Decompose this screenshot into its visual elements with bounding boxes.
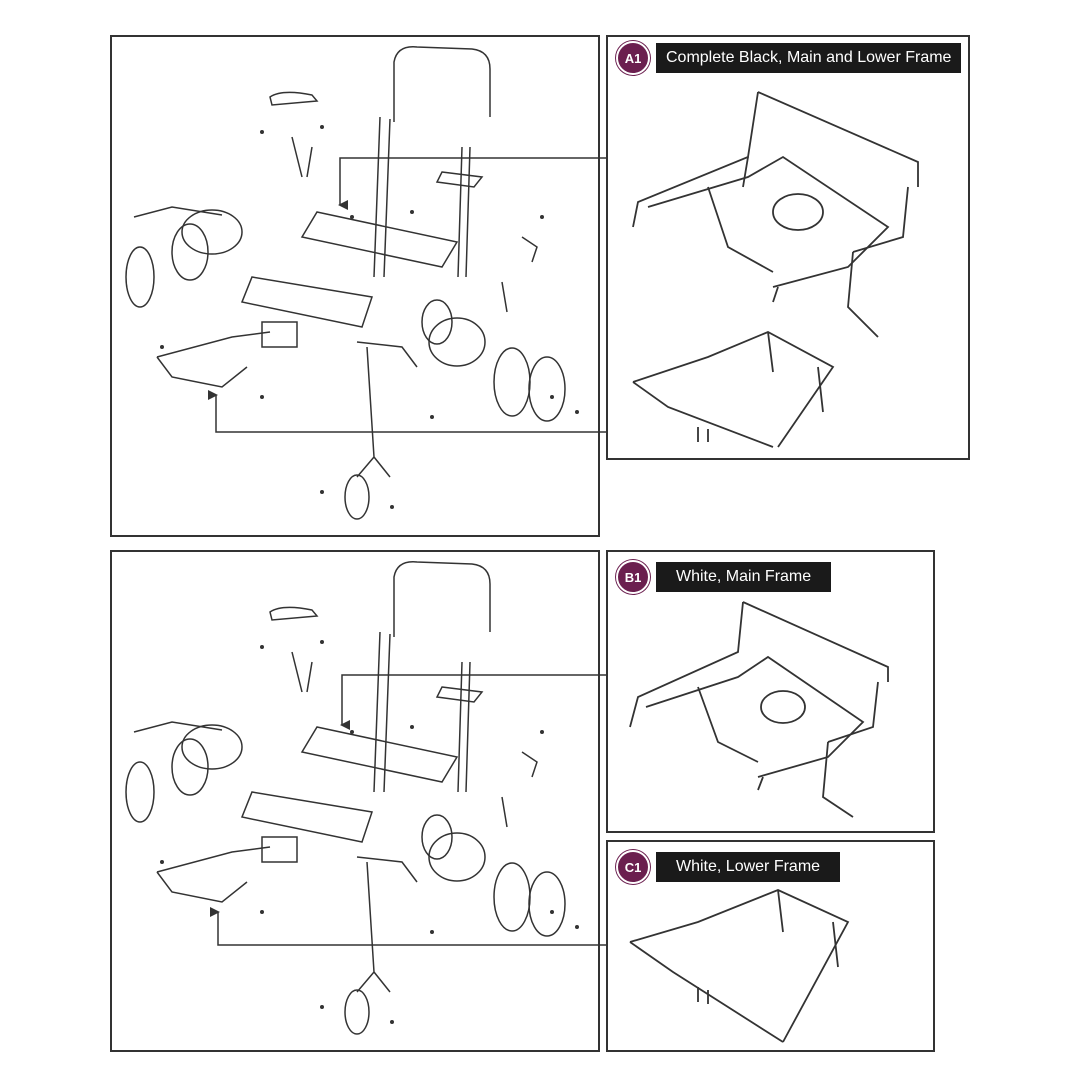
panel-a1-label: A1 Complete Black, Main and Lower Frame (616, 41, 962, 75)
lower-frame-drawing-c1 (629, 889, 850, 1043)
panel-c1-title: White, Lower Frame (656, 852, 841, 882)
panel-a1-badge: A1 (616, 41, 650, 75)
panel-b1-label: B1 White, Main Frame (616, 560, 832, 594)
exploded-view-top (110, 35, 600, 537)
panel-a1: A1 Complete Black, Main and Lower Frame (606, 35, 970, 460)
exploded-parts-drawing-top (125, 46, 579, 520)
panel-c1-label: C1 White, Lower Frame (616, 850, 841, 884)
panel-c1-badge: C1 (616, 850, 650, 884)
exploded-parts-drawing-bottom (125, 561, 579, 1035)
main-lower-frame-drawing-a1 (632, 91, 919, 448)
panel-b1-title: White, Main Frame (656, 562, 832, 592)
panel-b1-badge: B1 (616, 560, 650, 594)
main-frame-drawing-b1 (629, 601, 889, 818)
exploded-view-bottom (110, 550, 600, 1052)
panel-b1: B1 White, Main Frame (606, 550, 935, 833)
push-handle (393, 46, 491, 122)
push-handle (393, 561, 491, 637)
panel-c1: C1 White, Lower Frame (606, 840, 935, 1052)
panel-a1-title: Complete Black, Main and Lower Frame (656, 43, 962, 73)
